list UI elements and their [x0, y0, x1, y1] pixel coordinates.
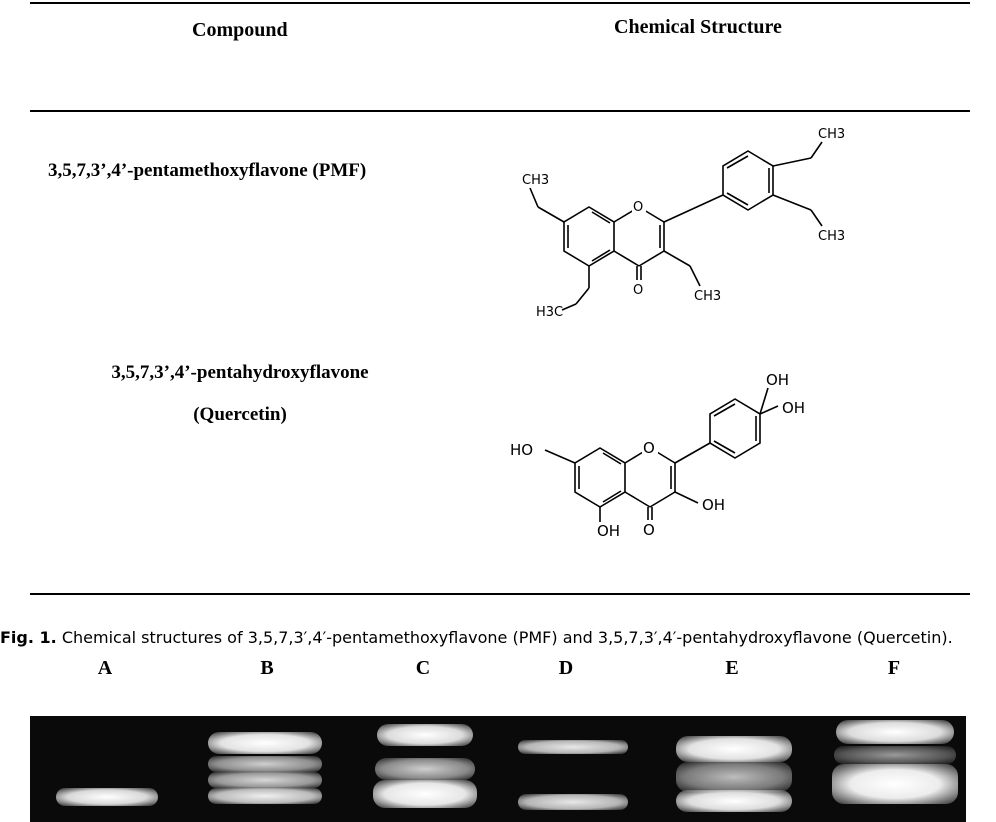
header-chemical-structure: Chemical Structure: [614, 16, 782, 38]
table-top-rule: [30, 2, 970, 4]
gel-band: [208, 788, 322, 804]
gel-band: [208, 772, 322, 788]
pmf-top-ch3-label: CH3: [818, 127, 845, 142]
gel-band: [676, 762, 792, 792]
gel-band: [676, 736, 792, 762]
gel-band: [834, 746, 956, 764]
figure-caption-label: Fig. 1.: [0, 628, 57, 647]
compound-name-quercetin-line2: (Quercetin): [193, 404, 287, 425]
gel-lane-label-e: E: [725, 657, 739, 679]
pmf-bottom-h3c-label: H3C: [536, 305, 563, 320]
pmf-ring-o-label: O: [633, 200, 643, 215]
gel-band: [676, 790, 792, 812]
quercetin-oh-top-label: OH: [766, 371, 789, 389]
gel-band: [208, 756, 322, 772]
pmf-structure-diagram: O O CH3 CH3 CH3 CH3 H3C: [522, 127, 845, 320]
gel-lane-label-a: A: [97, 657, 113, 679]
gel-band: [832, 764, 958, 804]
pmf-3pos-ch3-label: CH3: [694, 289, 721, 304]
gel-lane-label-f: F: [887, 657, 901, 679]
gel-band: [375, 758, 475, 780]
gel-electrophoresis-image: [30, 716, 966, 822]
pmf-right-ch3-label: CH3: [818, 229, 845, 244]
gel-band: [518, 794, 628, 810]
quercetin-keto-o-label: O: [643, 521, 655, 539]
quercetin-oh-right-label: OH: [782, 399, 805, 417]
figure-caption-text: Chemical structures of 3,5,7,3′,4′-penta…: [61, 628, 953, 647]
figure-caption: Fig. 1. Chemical structures of 3,5,7,3′,…: [0, 628, 996, 647]
quercetin-structure-diagram: O O OH OH HO OH OH: [510, 371, 805, 540]
gel-band: [373, 780, 477, 808]
table-header-rule: [30, 110, 970, 112]
compound-name-quercetin-line1: 3,5,7,3’,4’-pentahydroxyflavone: [111, 362, 369, 383]
gel-lane-label-b: B: [260, 657, 274, 679]
header-compound: Compound: [192, 19, 288, 41]
gel-band: [56, 788, 158, 806]
quercetin-ring-o-label: O: [643, 439, 655, 457]
gel-band: [836, 720, 954, 744]
gel-band: [518, 740, 628, 754]
quercetin-oh-bottom-label: OH: [597, 522, 620, 540]
gel-band: [208, 732, 322, 754]
compound-name-pmf: 3,5,7,3’,4’-pentamethoxyflavone (PMF): [48, 160, 367, 181]
pmf-keto-o-label: O: [633, 283, 643, 298]
pmf-left-ch3-label: CH3: [522, 173, 549, 188]
gel-lane-label-d: D: [558, 657, 574, 679]
table-bottom-rule: [30, 593, 970, 595]
quercetin-ho-left-label: HO: [510, 441, 533, 459]
gel-lane-label-c: C: [415, 657, 431, 679]
gel-band: [377, 724, 473, 746]
quercetin-oh-3pos-label: OH: [702, 496, 725, 514]
